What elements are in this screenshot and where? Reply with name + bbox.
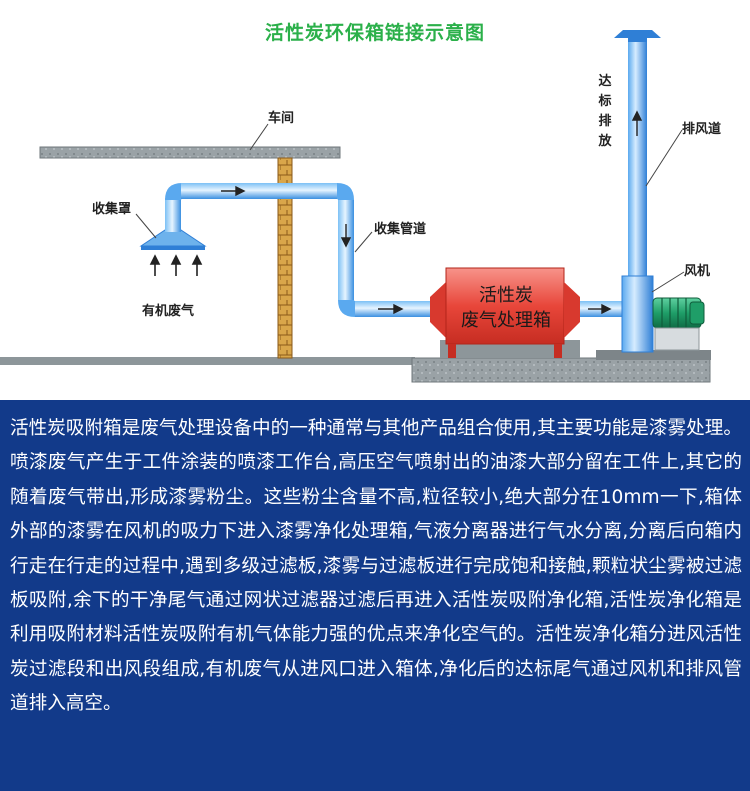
fan-housing [621,275,654,353]
duct-down-run [338,200,354,300]
arrow-stack-up [631,110,643,136]
arrow-duct-inlet [378,303,404,315]
stack-cap [614,30,661,38]
box-leg-left [448,344,456,358]
label-emission: 达标排放 [598,74,612,149]
exhaust-stack [628,42,647,282]
fan-stand [654,327,700,351]
box-label-line2: 废气处理箱 [461,310,551,331]
description-panel: 活性炭吸附箱是废气处理设备中的一种通常与其他产品组合使用,其主要功能是漆雾处理。… [0,400,750,791]
ground-slab-right [411,357,711,383]
duct-bottom-elbow [338,300,355,317]
fan-base [596,350,711,360]
arrow-duct-down [340,224,352,248]
label-hood: 收集罩 [92,202,132,217]
label-exhaust-duct: 排风道 [682,122,722,137]
diagram: 活性炭环保箱链接示意图 车间 收集罩 有机废气 收集管道 排风道 风机 达标排放… [0,22,722,383]
box-outlet-cone [564,282,580,338]
arrow-duct-top [221,185,246,197]
leader-exhaust [645,129,683,187]
label-organic-gas: 有机废气 [142,304,195,319]
ceiling-slab [39,146,341,159]
box-label-line1: 活性炭 [479,285,533,306]
brick-column [277,157,293,359]
box-leg-right [554,344,562,358]
activated-carbon-box-label: 活性炭 废气处理箱 [432,283,580,333]
duct-top-elbow-left [165,183,182,200]
duct-top-elbow-right [337,183,354,200]
leader-fan [651,271,685,293]
duct-top-run [181,183,337,199]
arrow-duct-outlet [588,303,612,315]
arrow-organic-gas [149,254,203,276]
ground-slab-left [0,357,415,365]
leader-hood [135,213,157,239]
collection-hood-shape [139,229,207,247]
label-workshop: 车间 [268,111,295,126]
duct-hood-riser [165,198,181,232]
label-pipe: 收集管道 [374,222,427,237]
box-inlet-cone [430,282,446,338]
description-text: 活性炭吸附箱是废气处理设备中的一种通常与其他产品组合使用,其主要功能是漆雾处理。… [10,418,742,715]
diagram-drawing [0,30,711,383]
leader-pipe [354,231,373,253]
leader-workshop [249,123,269,151]
diagram-title: 活性炭环保箱链接示意图 [264,22,485,44]
label-fan: 风机 [684,264,711,279]
